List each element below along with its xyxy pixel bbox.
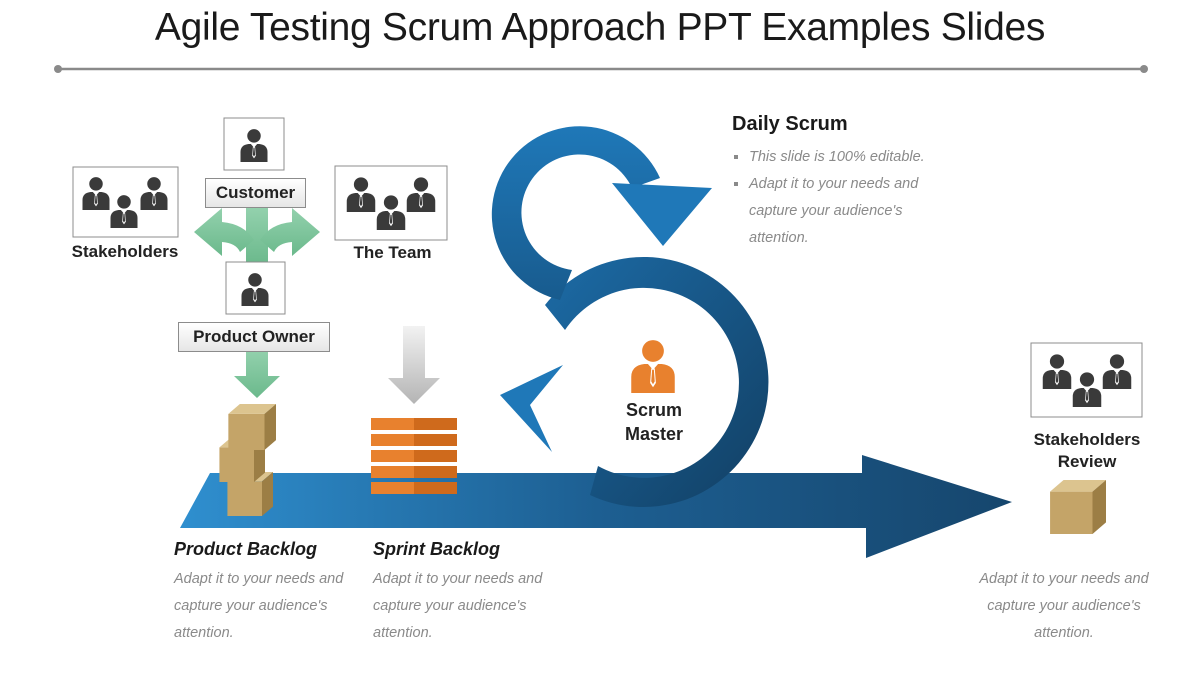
owner-down-arrow: [234, 350, 280, 398]
scrum-master-icon: [631, 340, 675, 393]
sprint-backlog-stack: [371, 418, 457, 494]
review-box: [1050, 480, 1106, 534]
scrum-loop-upper: [491, 126, 712, 301]
text-line: Adapt it to your needs and: [174, 571, 344, 587]
process-band-arrow: [180, 455, 1012, 558]
text-line: attention.: [1034, 625, 1094, 641]
customer-avatar: [223, 117, 285, 171]
stakeholders-review-label-line1: Stakeholders: [1033, 430, 1141, 449]
text-line: capture your audience's: [373, 598, 527, 614]
the-team-label: The Team: [353, 243, 432, 262]
scrum-master-label-line1: Scrum: [625, 400, 683, 420]
stakeholders-label: Stakeholders: [71, 242, 179, 261]
stakeholders-group-icon: [72, 166, 179, 238]
text-line: attention.: [373, 625, 433, 641]
text-line: Adapt it to your needs and: [373, 571, 543, 587]
daily-scrum-bullet: This slide is 100% editable.: [732, 144, 962, 171]
customer-label: Customer: [205, 178, 306, 208]
slide-title: Agile Testing Scrum Approach PPT Example…: [154, 6, 1046, 49]
daily-scrum-heading: Daily Scrum: [732, 113, 848, 135]
scrum-loop-lower: [500, 257, 769, 508]
scrum-master-label-line2: Master: [624, 424, 684, 444]
sprint-backlog-heading: Sprint Backlog: [373, 539, 501, 559]
product-backlog-text: Adapt it to your needs and capture your …: [174, 566, 374, 647]
stakeholders-review-label-line2: Review: [1057, 452, 1117, 471]
sprint-backlog-text: Adapt it to your needs and capture your …: [373, 566, 573, 647]
product-backlog-boxes: [219, 404, 276, 516]
text-line: capture your audience's: [987, 598, 1141, 614]
daily-scrum-bullet: Adapt it to your needs and capture your …: [732, 171, 962, 252]
daily-scrum-bullets: This slide is 100% editable. Adapt it to…: [732, 144, 962, 252]
header-rule: [54, 65, 1148, 73]
team-group-icon: [334, 165, 448, 241]
product-backlog-heading: Product Backlog: [174, 539, 318, 559]
text-line: capture your audience's: [174, 598, 328, 614]
review-text: Adapt it to your needs and capture your …: [970, 566, 1158, 647]
product-owner-label: Product Owner: [178, 322, 330, 352]
review-group-icon: [1030, 342, 1143, 418]
team-down-arrow: [388, 326, 440, 404]
product-owner-avatar: [225, 261, 286, 315]
text-line: attention.: [174, 625, 234, 641]
text-line: Adapt it to your needs and: [979, 571, 1149, 587]
customer-split-arrows: [194, 208, 320, 264]
